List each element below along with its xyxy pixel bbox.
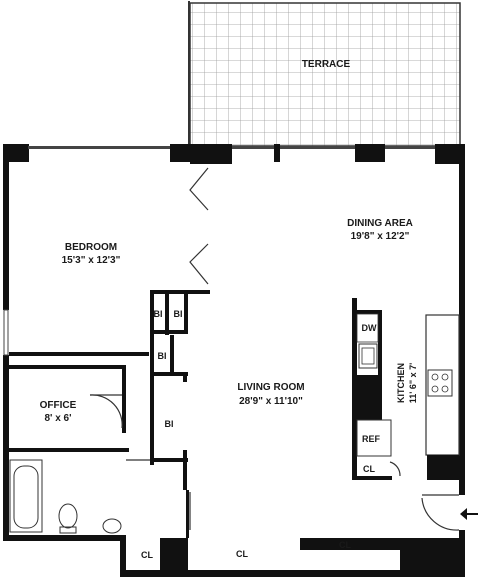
bathtub-icon xyxy=(9,459,43,533)
built-in-label-3: BI xyxy=(158,351,167,361)
left-window xyxy=(3,309,9,356)
living-room-label: LIVING ROOM xyxy=(237,382,304,393)
dining-area-label: DINING AREA xyxy=(347,218,413,229)
terrace-label: TERRACE xyxy=(302,59,351,70)
entry-arrow-icon xyxy=(460,508,478,520)
bathroom xyxy=(9,459,122,534)
closet-label-3: CL xyxy=(339,540,351,550)
bedroom-label: BEDROOM xyxy=(65,242,117,253)
bedroom-dimensions: 15'3" x 12'3" xyxy=(62,255,121,266)
living-room-dimensions: 28'9" x 11'10" xyxy=(239,396,303,407)
built-in-label-4: BI xyxy=(165,419,174,429)
terrace xyxy=(188,1,461,149)
kitchen-dimensions: 11' 6" x 7' xyxy=(408,363,418,404)
kitchen-counter xyxy=(356,313,460,480)
kitchen-label: KITCHEN xyxy=(396,363,406,403)
doors xyxy=(89,167,460,531)
dining-area-dimensions: 19'8" x 12'2" xyxy=(351,231,410,242)
kitchen-closet-label: CL xyxy=(363,464,375,474)
office-label: OFFICE xyxy=(40,400,77,411)
office-dimensions: 8' x 6' xyxy=(45,413,72,424)
refrigerator-icon xyxy=(356,419,392,457)
bathroom-sink-icon xyxy=(102,518,122,534)
sink-icon xyxy=(358,343,378,369)
dishwasher-label: DW xyxy=(362,323,377,333)
built-in-label-2: BI xyxy=(174,309,183,319)
interior-walls xyxy=(9,290,392,538)
closet-label-2: CL xyxy=(236,549,248,559)
refrigerator-label: REF xyxy=(362,434,381,444)
outer-walls xyxy=(3,144,465,577)
range-icon xyxy=(427,369,453,397)
dishwasher-icon xyxy=(356,313,379,343)
closet-label-1: CL xyxy=(141,550,153,560)
built-in-label-1: BI xyxy=(154,309,163,319)
toilet-icon xyxy=(58,503,78,529)
